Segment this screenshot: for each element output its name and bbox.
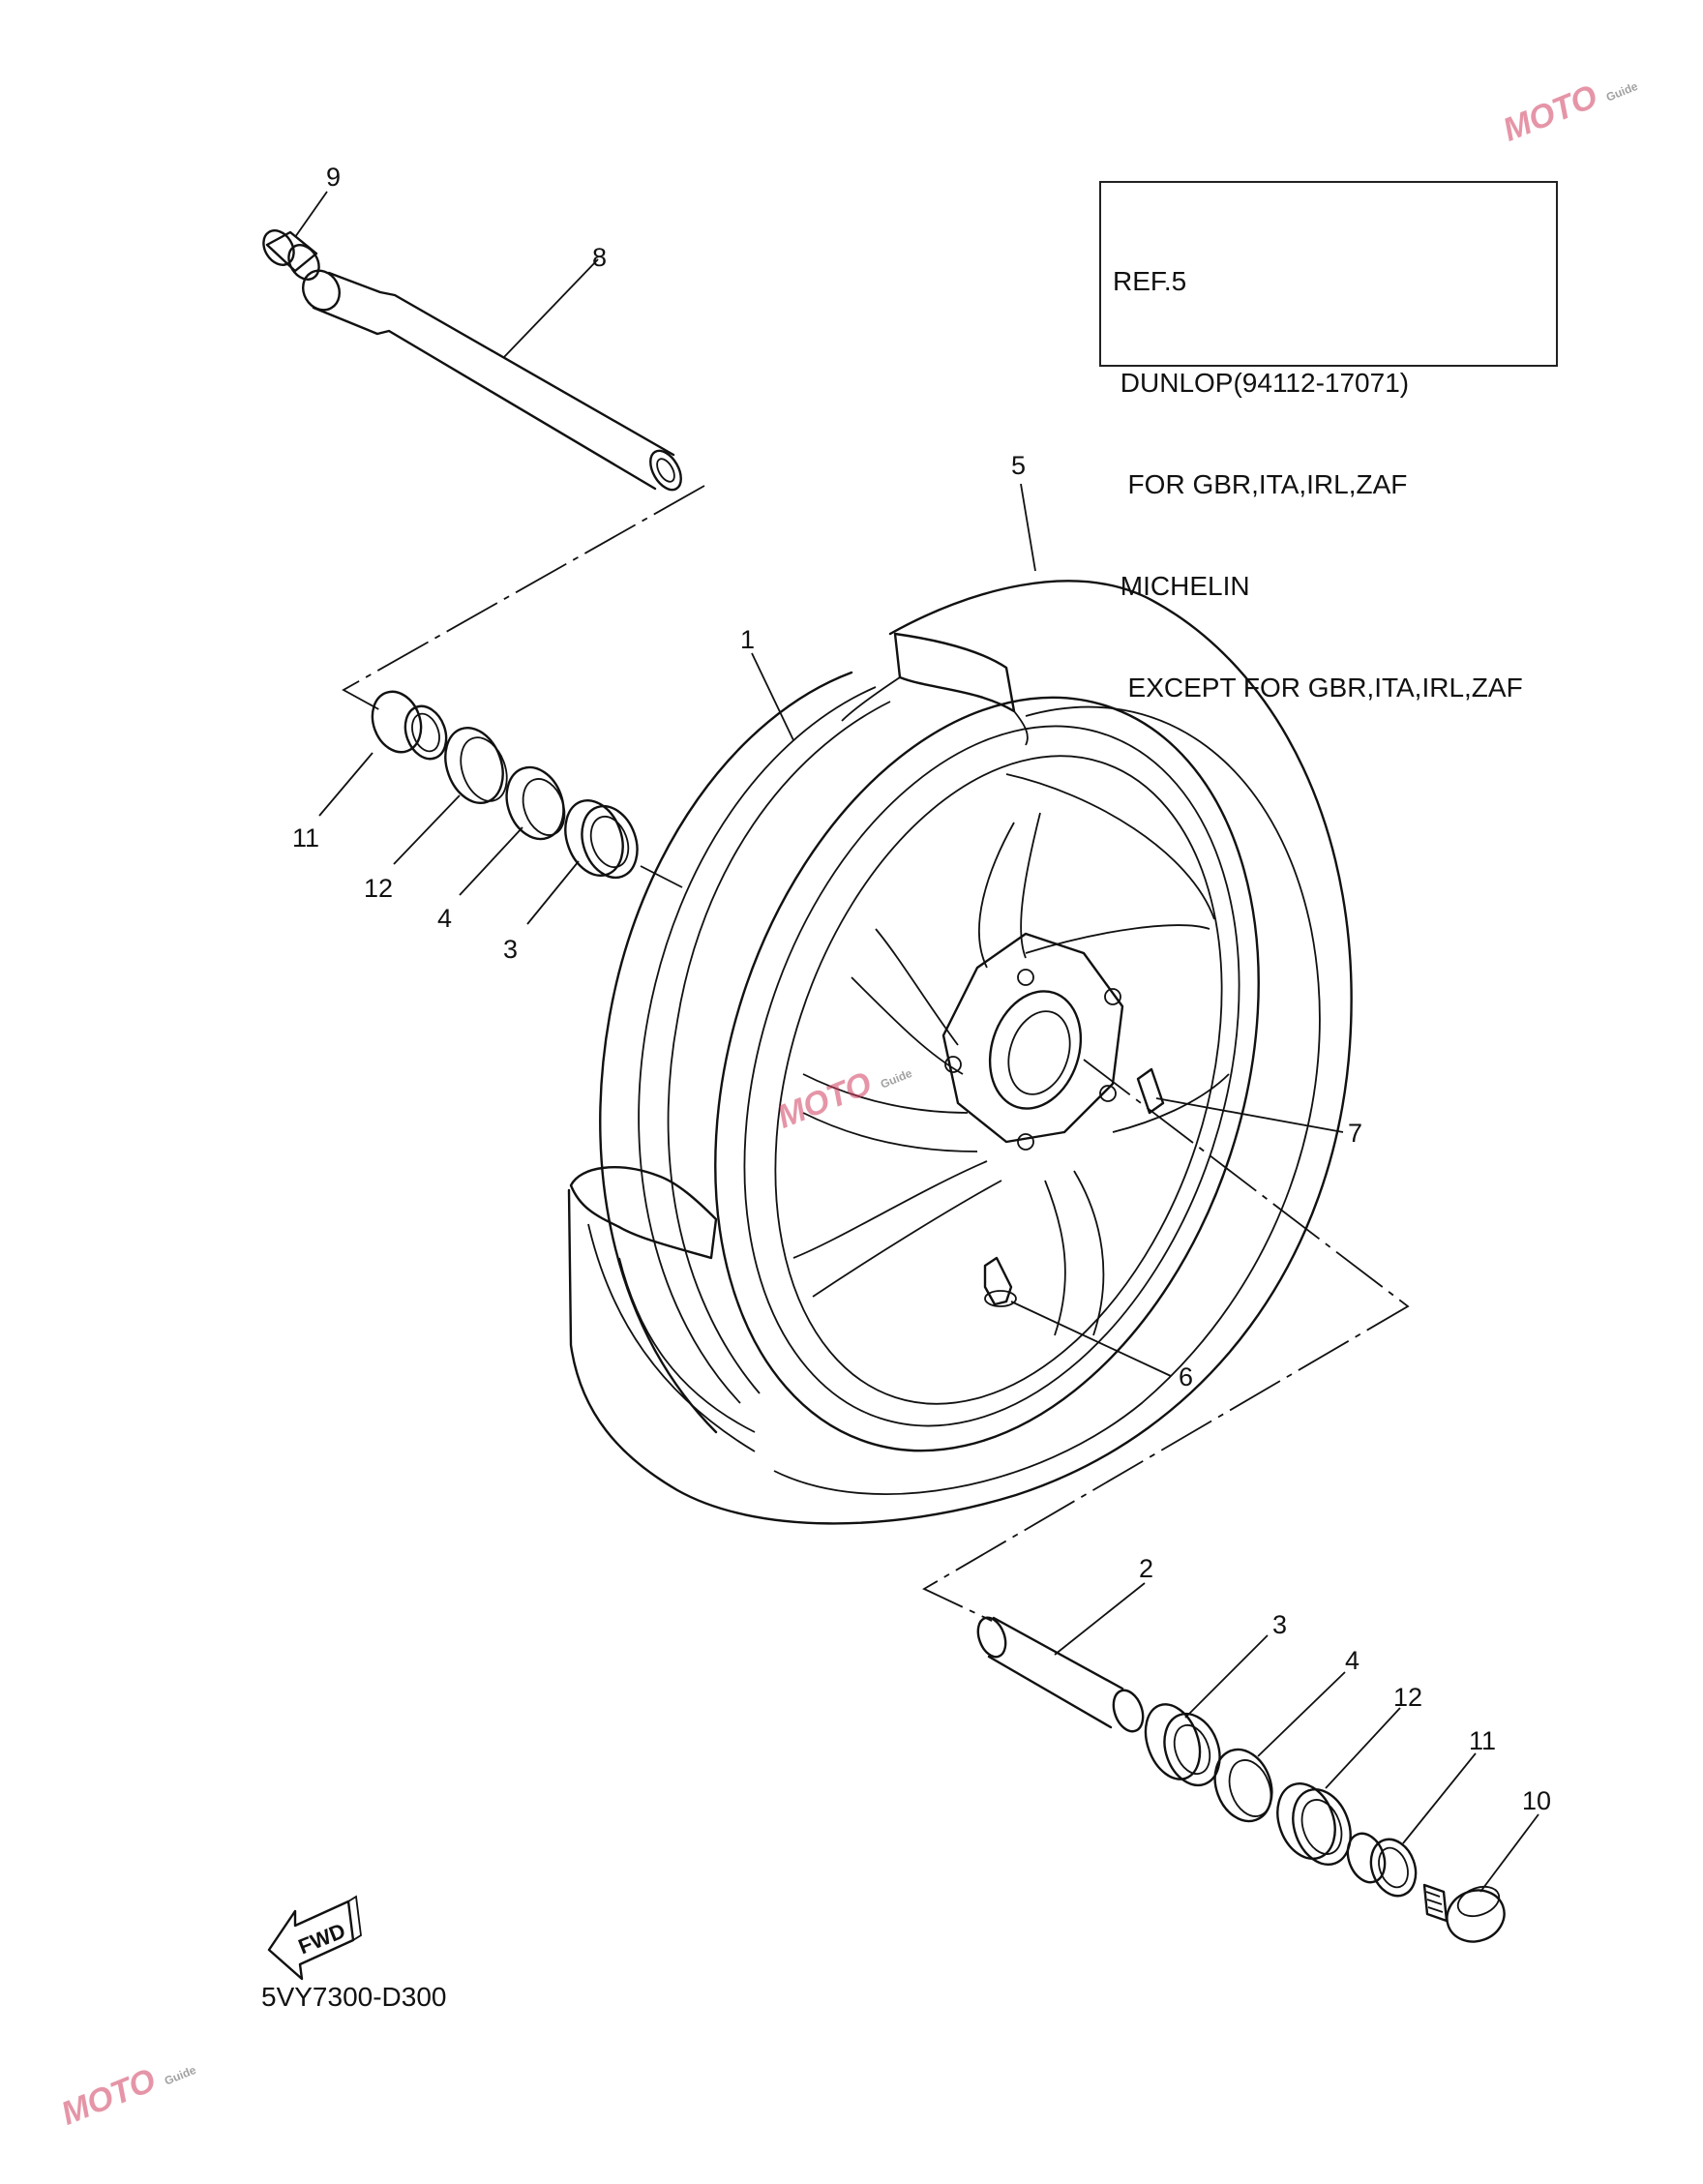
callout-12-left: 12: [364, 874, 393, 903]
leader-lines: [294, 191, 1539, 1893]
callout-9: 9: [326, 163, 341, 192]
part-3-bearing-right: [1144, 1703, 1221, 1787]
ref-note-box: REF.5 DUNLOP(94112-17071) FOR GBR,ITA,IR…: [1099, 181, 1558, 703]
part-7-balance-weight: [1136, 1067, 1165, 1115]
part-11-collar-right: [1346, 1832, 1418, 1898]
part-1-cast-wheel: [599, 671, 1260, 1452]
part-2-spacer: [976, 1616, 1145, 1733]
fwd-label: FWD: [295, 1918, 349, 1959]
callout-3-right: 3: [1272, 1610, 1287, 1639]
part-3-bearing-left: [564, 799, 639, 880]
callout-2: 2: [1139, 1554, 1153, 1583]
part-10-bolt: [1422, 1883, 1506, 1943]
ref-note-line-5: EXCEPT FOR GBR,ITA,IRL,ZAF: [1113, 673, 1523, 703]
callout-10: 10: [1522, 1786, 1551, 1815]
part-5-tire: [567, 580, 1353, 1525]
part-8-axle: [302, 269, 682, 492]
ref-note-line-3: FOR GBR,ITA,IRL,ZAF: [1113, 469, 1408, 499]
fwd-arrow: FWD: [267, 1895, 362, 1981]
callout-4-right: 4: [1345, 1646, 1359, 1675]
callout-8: 8: [592, 243, 607, 272]
assembly-line-right: [922, 1059, 1410, 1622]
ref-note-line-2: DUNLOP(94112-17071): [1113, 368, 1410, 398]
part-4-circlip-right: [1213, 1748, 1273, 1823]
ref-note-line-4: MICHELIN: [1113, 571, 1250, 601]
part-12-oil-seal-right: [1276, 1782, 1352, 1866]
callout-11-right: 11: [1469, 1726, 1496, 1755]
callout-1: 1: [740, 625, 755, 654]
assembly-line-left-stub: [640, 865, 683, 888]
callout-4-left: 4: [437, 904, 452, 933]
part-6-valve: [983, 1256, 1017, 1307]
assembly-line-top: [342, 485, 705, 712]
part-11-collar-left: [371, 690, 448, 761]
callout-6: 6: [1179, 1362, 1193, 1391]
callout-3-left: 3: [503, 935, 518, 964]
part-12-oil-seal-left: [444, 727, 508, 804]
part-9-collar: [262, 229, 320, 281]
callout-7: 7: [1348, 1119, 1362, 1148]
part-4-circlip-left: [505, 765, 566, 841]
callout-12-right: 12: [1393, 1683, 1422, 1712]
callout-11-left: 11: [292, 823, 319, 853]
callout-5: 5: [1011, 451, 1026, 480]
ref-note-line-1: REF.5: [1113, 266, 1187, 296]
callout-labels: 9 8 5 1 11 12 4 3 7 6 2 3 4 12 11 10: [292, 163, 1551, 1815]
diagram-code: 5VY7300-D300: [261, 1982, 447, 2012]
